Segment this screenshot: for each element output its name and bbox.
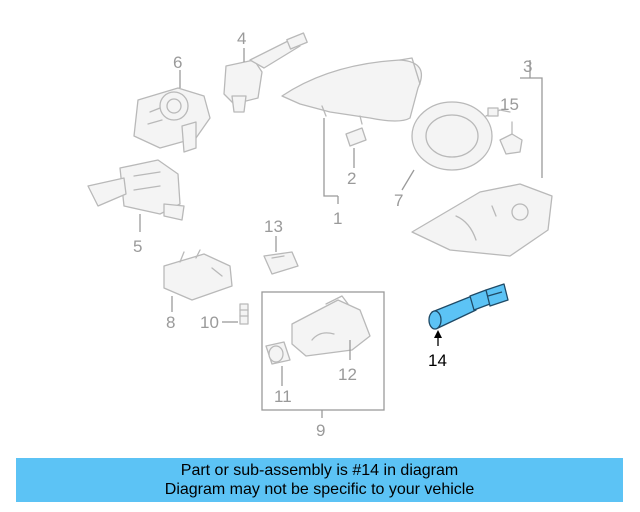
info-banner: Part or sub-assembly is #14 in diagram D… [16, 458, 623, 502]
callout-bracket-3 [520, 77, 543, 178]
part-8-module [163, 249, 233, 301]
label-8: 8 [166, 313, 175, 332]
part-2-clip [345, 127, 367, 147]
part-4-stalk [223, 32, 308, 113]
label-13: 13 [264, 217, 283, 236]
part-5-stalk [87, 159, 185, 221]
label-15: 15 [500, 95, 519, 114]
parts-diagram: 6 4 1 2 7 15 3 [87, 29, 553, 440]
callout-bracket-1 [323, 118, 338, 197]
label-2: 2 [347, 169, 356, 188]
label-5: 5 [133, 237, 142, 256]
label-11: 11 [274, 387, 292, 406]
part-11-cylinder [265, 341, 291, 365]
label-12: 12 [338, 365, 357, 384]
label-10: 10 [200, 313, 219, 332]
part-3-lower-shroud [411, 183, 553, 257]
label-4: 4 [237, 29, 246, 48]
callout-arrow-14 [434, 330, 442, 338]
part-7-clockspring [411, 101, 511, 171]
label-6: 6 [173, 53, 182, 72]
part-1-shroud [281, 57, 423, 125]
banner-line-1: Part or sub-assembly is #14 in diagram [180, 462, 459, 479]
banner-line-2: Diagram may not be specific to your vehi… [164, 481, 475, 498]
label-1: 1 [333, 209, 342, 228]
part-6-switch [133, 87, 211, 153]
part-14-lock-cylinder[interactable] [428, 283, 509, 330]
part-12-lock-housing [291, 295, 371, 357]
label-14: 14 [428, 351, 447, 370]
assembly-box-9 [261, 291, 385, 411]
part-13-bracket [263, 251, 299, 275]
part-10-bolt [239, 303, 249, 325]
label-9: 9 [316, 421, 325, 440]
callout-line-7 [401, 169, 415, 191]
label-3: 3 [523, 57, 532, 76]
part-15-sensor [499, 121, 523, 155]
label-7: 7 [394, 191, 403, 210]
